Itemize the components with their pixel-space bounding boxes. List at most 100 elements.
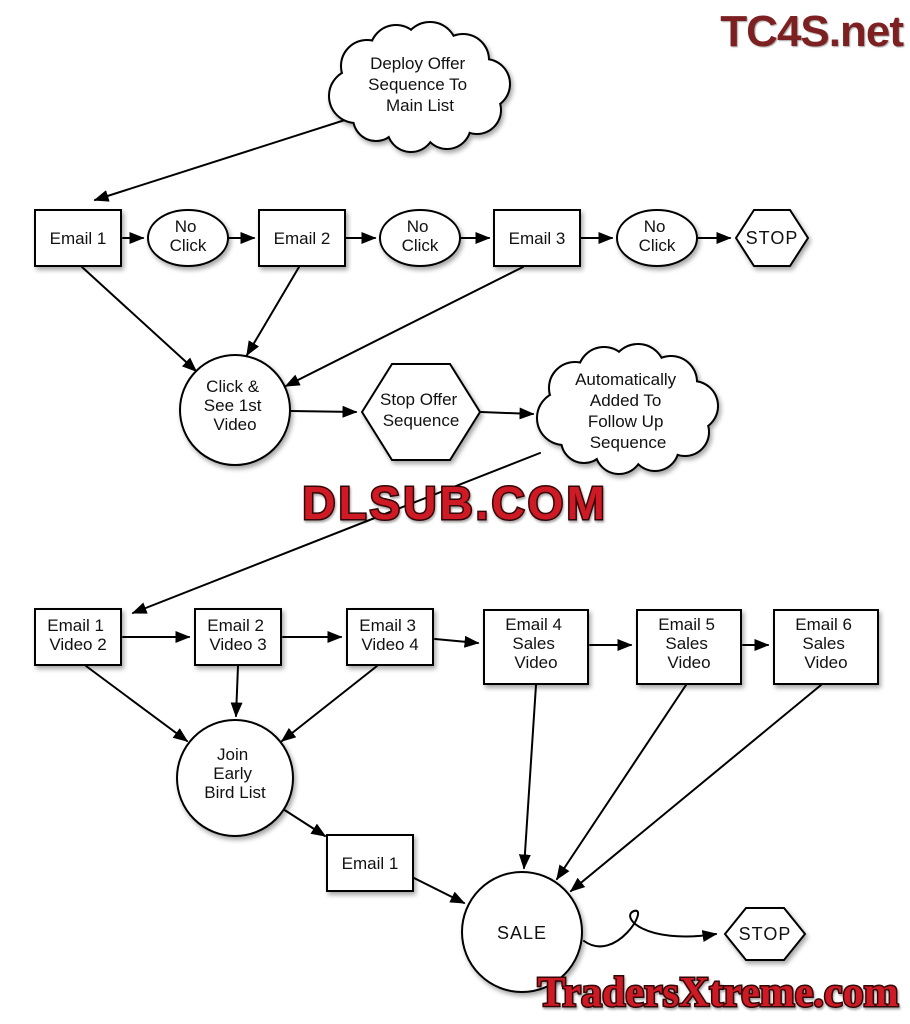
stop1-label: STOP [746, 228, 799, 248]
arrow-followupcloud-to-email1video2 [131, 452, 541, 614]
node-email2-video3: Email 2 Video 3 [194, 608, 282, 666]
join-early-bird-label: Join Early Bird List [204, 745, 266, 802]
arrow-email5sales-to-sale [556, 684, 687, 881]
label-line: Sequence [590, 433, 667, 452]
label-line: Bird List [204, 783, 266, 802]
node-noclick3: No Click [616, 209, 698, 267]
noclick3-label: No Click [639, 217, 676, 255]
label-line: Video [514, 653, 557, 672]
followup-cloud-label: Automatically Added To Follow Up Sequenc… [575, 370, 681, 452]
sale-label: SALE [497, 923, 547, 943]
label-line: Click & [206, 377, 260, 396]
node-sale: SALE [461, 871, 583, 993]
label-line: Email 3 [359, 616, 416, 635]
edges [81, 119, 822, 948]
label-line: Stop Offer [380, 390, 458, 409]
label-line: Sales [665, 634, 708, 653]
label-line: Email 2 [207, 616, 264, 635]
arrow-stopoffer-to-followupcloud [480, 407, 535, 420]
watermark-dlsub: DLSUB.COM [302, 477, 608, 529]
click-video-label: Click & See 1st Video [204, 377, 266, 434]
label-line: Video [213, 415, 256, 434]
deploy-cloud-label: Deploy Offer Sequence To Main List [368, 54, 472, 115]
node-noclick2: No Click [379, 209, 461, 267]
noclick1-label: No Click [170, 217, 207, 255]
label-line: Click [639, 236, 676, 255]
node-email2: Email 2 [258, 209, 346, 267]
label-line: Email 5 [658, 615, 715, 634]
email5-sales-label: Email 5 Sales Video [658, 615, 719, 672]
node-email5-sales: Email 5 Sales Video [636, 609, 742, 685]
label-line: Email 6 [795, 615, 852, 634]
label-line: See 1st [204, 396, 262, 415]
node-email1: Email 1 [34, 209, 122, 267]
label-line: Added To [590, 391, 662, 410]
label-line: No [644, 217, 666, 236]
arrow-email3video4-to-joinearlybird [280, 665, 378, 742]
node-join-early-bird: Join Early Bird List [176, 719, 294, 837]
watermark-tradersxtreme: TradersXtreme.com [537, 970, 898, 1016]
arrow-email3-to-clickvideo [284, 266, 524, 387]
node-deploy-cloud: Deploy Offer Sequence To Main List [328, 21, 511, 153]
node-email1-video2: Email 1 Video 2 [34, 608, 122, 666]
label-line: Video 3 [209, 635, 266, 654]
arrow-email1-to-sale [411, 876, 466, 904]
email6-sales-label: Email 6 Sales Video [795, 615, 856, 672]
label-line: No [407, 217, 429, 236]
email1-label: Email 1 [50, 229, 107, 248]
label-line: Follow Up [588, 412, 664, 431]
node-email1-bottom: Email 1 [326, 834, 414, 892]
arrow-email3video4-to-email4sales [434, 635, 480, 648]
node-email3: Email 3 [493, 209, 581, 267]
email3-label: Email 3 [509, 229, 566, 248]
node-email4-sales: Email 4 Sales Video [483, 609, 589, 685]
cloud-fill [330, 23, 509, 151]
node-stop2: STOP [723, 907, 807, 961]
arrow-email4sales-to-sale [518, 684, 537, 870]
label-line: Video [667, 653, 710, 672]
node-email3-video4: Email 3 Video 4 [346, 608, 434, 666]
label-line: Early [213, 764, 252, 783]
arrow-email2video3-to-joinearlybird [230, 665, 243, 718]
node-stop-offer: Stop Offer Sequence [360, 363, 482, 461]
email2-label: Email 2 [274, 229, 331, 248]
email4-sales-label: Email 4 Sales Video [505, 615, 566, 672]
arrow-email1-to-clickvideo [81, 266, 198, 373]
label-line: Automatically [575, 370, 677, 389]
stop-offer-label: Stop Offer Sequence [380, 390, 462, 430]
node-stop1: STOP [734, 209, 810, 267]
arrow-email6sales-to-sale [569, 684, 822, 892]
cloud-fill [538, 345, 717, 473]
label-line: Sales [802, 634, 845, 653]
label-line: Main List [386, 96, 454, 115]
label-line: Email 1 [47, 616, 104, 635]
node-email6-sales: Email 6 Sales Video [773, 609, 879, 685]
label-line: Click [402, 236, 439, 255]
label-line: Sequence [383, 411, 460, 430]
node-noclick1: No Click [147, 209, 229, 267]
noclick2-label: No Click [402, 217, 439, 255]
label-line: No [175, 217, 197, 236]
label-line: Sequence To [368, 75, 467, 94]
label-line: Video 2 [49, 635, 106, 654]
site-title: TC4S.net [720, 7, 904, 56]
label-line: Email 4 [505, 615, 562, 634]
label-line: Video [804, 653, 847, 672]
arrow-email2-to-clickvideo [246, 266, 300, 357]
stop2-label: STOP [739, 924, 792, 944]
node-followup-cloud: Automatically Added To Follow Up Sequenc… [536, 343, 719, 475]
email1-video2-label: Email 1 Video 2 [47, 616, 108, 654]
arrow-joinearlybird-to-email1 [282, 808, 327, 837]
label-line: Video 4 [361, 635, 418, 654]
email2-video3-label: Email 2 Video 3 [207, 616, 268, 654]
arrow-clickvideo-to-stopoffer [290, 405, 358, 418]
label-line: Join [217, 745, 248, 764]
label-line: Sales [512, 634, 555, 653]
label-line: Deploy Offer [370, 54, 465, 73]
email3-video4-label: Email 3 Video 4 [359, 616, 420, 654]
arrow-email1video2-to-joinearlybird [85, 665, 189, 742]
label-line: Click [170, 236, 207, 255]
arrow-deploycloud-to-email1 [93, 119, 346, 202]
